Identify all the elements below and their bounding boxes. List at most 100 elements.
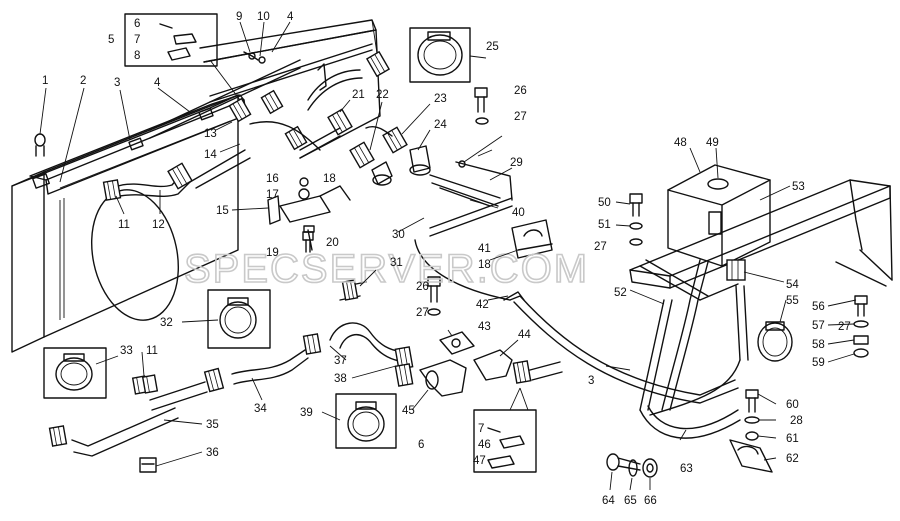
part-label: 50 [598,197,611,209]
clamp-38 [335,393,397,449]
part-label: 29 [510,157,523,169]
part-labels: 1 2 3 4 4 5 6 7 8 9 10 11 11 12 13 14 15… [42,11,851,507]
radiator [11,19,381,353]
clamp-31 [207,289,271,349]
part-label: 15 [216,205,229,217]
bolt-set-55-58 [853,295,869,358]
part-label: 39 [300,407,313,419]
part-label: 31 [390,257,403,269]
part-label: 23 [434,93,447,105]
part-label: 5 [108,34,114,46]
kit-5 [124,13,218,67]
part-label: 64 [602,495,615,507]
part-label: 1 [42,75,48,87]
part-label: 2 [80,75,86,87]
hose-12 [102,149,251,201]
pipe-51-62 [639,259,749,439]
part-label: 48 [674,137,687,149]
part-label: 53 [792,181,805,193]
part-label: 60 [786,399,799,411]
bolts-9-10 [243,51,266,64]
part-label: 38 [334,373,347,385]
flange-42 [439,331,475,355]
part-label: 3 [114,77,120,89]
part-label: 36 [206,447,219,459]
part-label: 63 [680,463,693,475]
part-label: 17 [266,189,279,201]
bolt-26-mid [427,276,441,316]
part-label: 52 [614,287,627,299]
part-label: 12 [152,219,165,231]
bolt-1 [34,133,46,157]
rods-28-29 [429,160,513,207]
part-label: 44 [518,329,531,341]
part-label: 8 [134,50,140,62]
part-label: 61 [786,433,799,445]
part-label: 21 [352,89,365,101]
clamp-54 [757,321,793,362]
part-label: 27 [514,111,527,123]
part-label: 45 [402,405,415,417]
part-label: 4 [154,77,161,89]
clamp-40 [511,219,553,259]
part-label: 49 [706,137,719,149]
part-label: 6 [134,18,140,30]
part-label: 7 [478,423,484,435]
clamp-25 [409,27,471,83]
part-label: 58 [812,339,825,351]
part-label: 24 [434,119,447,131]
kit-45 [473,409,537,473]
part-label: 28 [790,415,803,427]
part-label: 26 [514,85,527,97]
part-label: 27 [594,241,607,253]
part-label: 18 [478,259,491,271]
part-label: 14 [204,149,217,161]
part-label: 35 [206,419,219,431]
part-label: 6 [418,439,424,451]
part-label: 51 [598,219,611,231]
bolt-19-20 [302,231,314,253]
pipe-34 [48,374,179,457]
part-label: 66 [644,495,657,507]
frame-52 [629,179,893,301]
clamp-32 [43,347,107,399]
part-label: 3 [588,375,594,387]
lower-hoses [329,279,563,397]
part-label: 59 [812,357,825,369]
part-label: 40 [512,207,525,219]
part-label: 16 [266,173,279,185]
part-label: 13 [204,128,217,140]
part-label: 41 [478,243,491,255]
fittings-22-24 [365,126,431,186]
part-label: 47 [473,455,486,467]
part-label: 25 [486,41,499,53]
part-label: 54 [786,279,799,291]
part-label: 43 [478,321,491,333]
part-label: 33 [120,345,133,357]
part-label: 18 [323,173,336,185]
pipe-66 [513,295,739,404]
part-label: 27 [416,307,429,319]
part-label: 32 [160,317,173,329]
bolt-63-65 [606,453,658,478]
part-label: 55 [786,295,799,307]
part-label: 46 [478,439,491,451]
tank-47 [667,164,771,267]
bolt-49 [629,193,643,246]
part-label: 30 [392,229,405,241]
part-label: 11 [118,219,130,231]
pipe-33-36 [149,333,322,411]
part-label: 4 [287,11,294,23]
part-label: 27 [838,321,851,333]
part-label: 57 [812,320,825,332]
part-label: 9 [236,11,242,23]
part-label: 22 [376,89,389,101]
part-label: 65 [624,495,637,507]
part-label: 62 [786,453,799,465]
part-label: 10 [257,11,270,23]
part-label: 42 [476,299,489,311]
part-label: 26 [416,281,429,293]
watermark: SPECSERVER.COM [184,247,589,291]
part-label: 11 [146,345,158,357]
